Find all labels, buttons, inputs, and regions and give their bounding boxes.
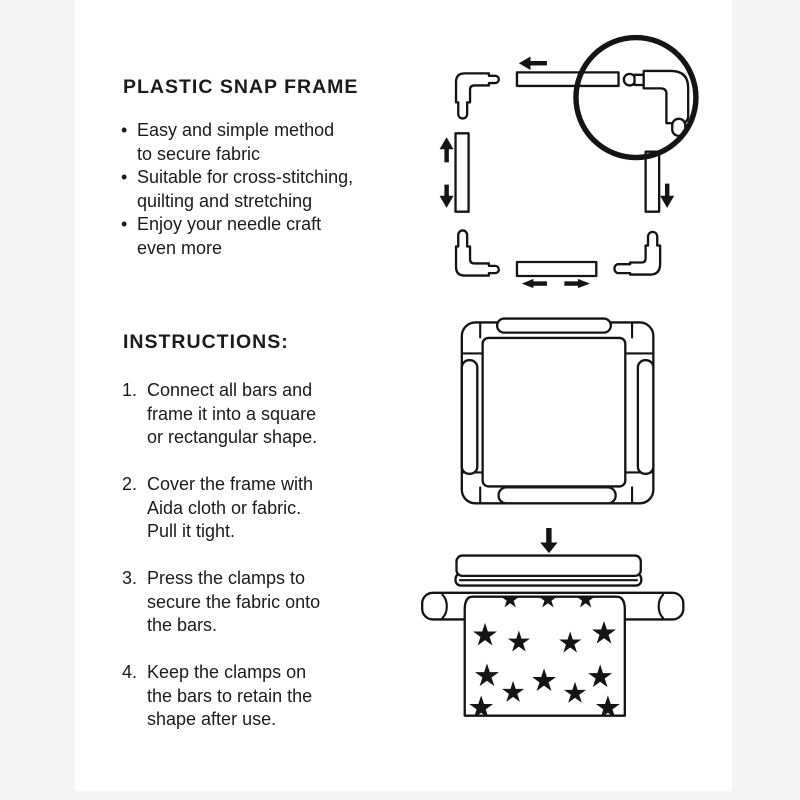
- bullet-marker: •: [121, 167, 128, 187]
- corner-piece-bottom-right: [613, 230, 662, 276]
- press-down-arrow-icon: [540, 528, 558, 554]
- clamp-right: [636, 359, 655, 475]
- bar-end-cap-left: [441, 593, 448, 620]
- bullet-marker: •: [121, 120, 128, 140]
- clamp-bottom: [497, 486, 617, 505]
- frame-opening: [481, 336, 627, 488]
- step-text: Cover the frame with Aida cloth or fabri…: [147, 474, 314, 541]
- instruction-steps: 1. Connect all bars and frame it into a …: [122, 379, 422, 755]
- feature-item: • Easy and simple method to secure fabri…: [121, 119, 421, 166]
- frame-bar-top: [515, 71, 620, 88]
- product-title: PLASTIC SNAP FRAME: [123, 76, 359, 98]
- step-text: Press the clamps to secure the fabric on…: [147, 568, 321, 635]
- instruction-step: 4. Keep the clamps on the bars to retain…: [122, 661, 422, 732]
- frame-bar-right: [644, 150, 661, 213]
- magnifier-circle: [573, 34, 699, 161]
- clamp-body: [455, 554, 642, 578]
- diagram-column: [421, 34, 699, 717]
- arrow-left-icon: [518, 56, 547, 70]
- feature-item: • Suitable for cross-stitching, quilting…: [121, 166, 421, 213]
- bar-end-cap-right: [657, 593, 665, 620]
- feature-item: • Enjoy your needle craft even more: [121, 213, 421, 260]
- instruction-step: 1. Connect all bars and frame it into a …: [122, 379, 422, 450]
- step-text: Connect all bars and frame it into a squ…: [147, 380, 318, 447]
- frame-bar-bottom: [515, 260, 598, 278]
- clamp-left: [460, 359, 479, 475]
- bar-with-fabric: [421, 591, 685, 717]
- instructions-heading: INSTRUCTIONS:: [123, 331, 289, 353]
- assembly-arrows: [439, 56, 675, 289]
- step-number: 4.: [122, 662, 138, 682]
- feature-list: • Easy and simple method to secure fabri…: [121, 119, 421, 260]
- frame-bar-left: [454, 132, 470, 213]
- clamp-top: [495, 317, 612, 334]
- clamp-side-view: [454, 554, 643, 587]
- corner-body: [642, 69, 690, 125]
- exploded-frame-diagram: [439, 34, 699, 289]
- step-number: 2.: [122, 474, 138, 494]
- arrow-right-icon: [564, 278, 590, 289]
- step-text: Keep the clamps on the bars to retain th…: [147, 662, 313, 729]
- feature-text: Enjoy your needle craft even more: [137, 214, 322, 258]
- feature-text: Suitable for cross-stitching, quilting a…: [137, 167, 354, 211]
- arrow-up-icon: [439, 137, 454, 163]
- instruction-step: 3. Press the clamps to secure the fabric…: [122, 567, 422, 638]
- assembled-frame-diagram: [460, 317, 655, 505]
- instruction-step: 2. Cover the frame with Aida cloth or fa…: [122, 473, 422, 544]
- step-number: 3.: [122, 568, 138, 588]
- feature-text: Easy and simple method to secure fabric: [137, 120, 335, 164]
- corner-piece-top-left: [454, 72, 500, 120]
- star-fabric: [463, 595, 626, 717]
- arrow-down-icon: [439, 184, 454, 208]
- corner-piece-bottom-left: [454, 229, 500, 277]
- corner-piece-top-right-magnified: [622, 69, 690, 137]
- bullet-marker: •: [121, 214, 128, 234]
- arrow-left-icon: [521, 278, 547, 289]
- step-number: 1.: [122, 380, 138, 400]
- clamping-diagram: [421, 528, 685, 717]
- arrow-down-icon: [660, 183, 675, 208]
